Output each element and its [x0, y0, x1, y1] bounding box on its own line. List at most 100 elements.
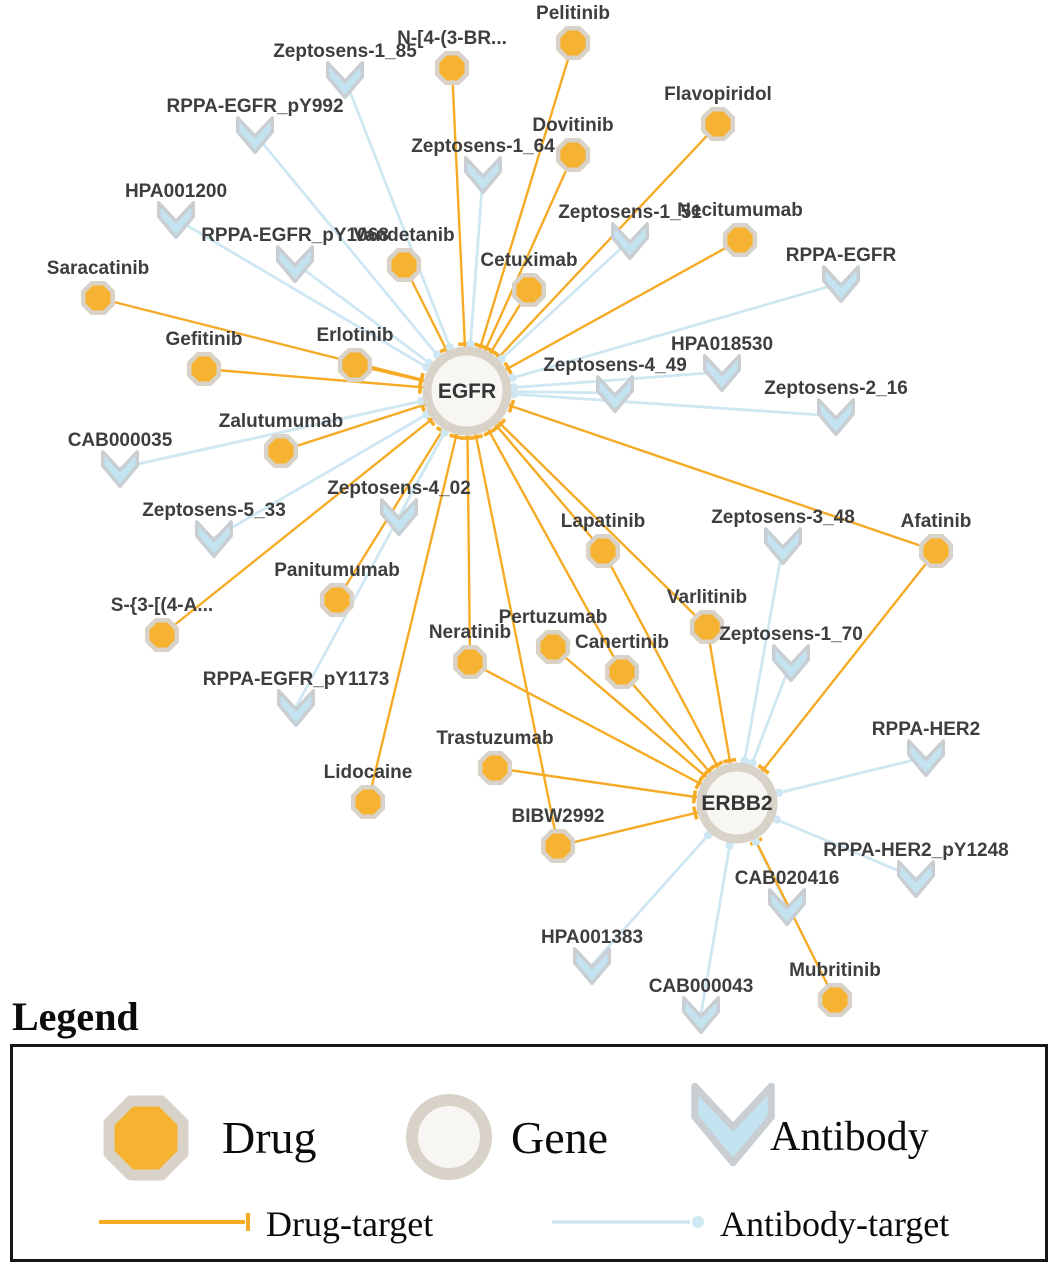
drug-node-mubritinib[interactable] [817, 982, 853, 1018]
antibody-node-zeptosens_5_33[interactable] [195, 520, 233, 559]
drug-node-n4_3br[interactable] [434, 50, 470, 86]
antibody-node-hpa018530[interactable] [703, 354, 741, 393]
legend-title: Legend [12, 994, 139, 1039]
antibody-edge-dot [416, 396, 426, 406]
antibody-node-zeptosens_1_70[interactable] [772, 644, 810, 683]
drug-edge-tee [507, 399, 516, 413]
drug-node-erlotinib[interactable] [337, 347, 373, 383]
antibody-node-zeptosens_4_02[interactable] [380, 498, 418, 537]
gene-legend-icon [406, 1094, 492, 1180]
drug-node-panitumumab[interactable] [319, 582, 355, 618]
drug-label-pertuzumab: Pertuzumab [499, 607, 608, 628]
drug-edge-tee [702, 765, 715, 777]
antibody-label-zeptosens_4_49: Zeptosens-4_49 [543, 355, 687, 376]
antibody-edges-layer [119, 78, 927, 1015]
drug-edge-tee [417, 373, 425, 388]
antibody-label-rppa_egfr_py992: RPPA-EGFR_pY992 [166, 96, 343, 117]
antibody-label-zeptosens_1_64: Zeptosens-1_64 [411, 136, 555, 157]
antibody-node-rppa_egfr_py1173[interactable] [277, 689, 315, 728]
antibody-node-zeptosens_1_85[interactable] [326, 61, 364, 100]
drug-label-mubritinib: Mubritinib [789, 960, 881, 981]
drug-label-zalutumumab: Zalutumumab [219, 411, 344, 432]
antibody-label-zeptosens_3_48: Zeptosens-3_48 [711, 507, 855, 528]
antibody-label-zeptosens_5_33: Zeptosens-5_33 [142, 500, 286, 521]
drug-label-panitumumab: Panitumumab [274, 560, 400, 581]
drug-node-afatinib[interactable] [918, 533, 954, 569]
drug-target-edge [465, 390, 472, 663]
drug-label-dovitinib: Dovitinib [532, 115, 613, 136]
drug-node-zalutumumab[interactable] [263, 433, 299, 469]
drug-edge-tee [483, 427, 497, 437]
drug-label-cetuximab: Cetuximab [480, 250, 577, 271]
antibody-label-hpa018530: HPA018530 [671, 334, 773, 355]
drug-node-vandetanib[interactable] [386, 247, 422, 283]
drug-node-varlitinib[interactable] [689, 609, 725, 645]
antibody-target-edge [466, 281, 842, 393]
drug-edge-tee [691, 790, 698, 804]
antibody-label-zeptosens_1_51: Zeptosens-1_51 [558, 202, 702, 223]
drug-node-neratinib[interactable] [452, 644, 488, 680]
drug-label-necitumumab: Necitumumab [677, 200, 803, 221]
edge-endcaps-layer [416, 339, 783, 850]
drug-node-pertuzumab[interactable] [535, 629, 571, 665]
antibody-node-zeptosens_4_49[interactable] [596, 375, 634, 414]
antibody-chevron-icon [691, 1082, 775, 1167]
antibody-node-cab000035[interactable] [101, 450, 139, 489]
drug-label-saracatinib: Saracatinib [47, 258, 149, 279]
drug-legend-label: Drug [222, 1112, 317, 1163]
drug-target-edge [465, 42, 575, 392]
drug-label-trastuzumab: Trastuzumab [436, 728, 553, 749]
drug-target-edge [161, 390, 468, 636]
antibody-target-edge-sample [552, 1216, 704, 1228]
antibody-node-zeptosens_2_16[interactable] [817, 398, 855, 437]
gene-legend-label: Gene [511, 1112, 609, 1163]
drug-label-varlitinib: Varlitinib [667, 587, 747, 608]
antibody-node-cab020416[interactable] [768, 888, 806, 927]
drug-node-s3_4a[interactable] [144, 617, 180, 653]
antibody-target-edge [119, 389, 468, 470]
drug-node-gefitinib[interactable] [186, 351, 222, 387]
drug-node-lidocaine[interactable] [350, 784, 386, 820]
antibody-label-zeptosens_1_85: Zeptosens-1_85 [273, 41, 417, 62]
antibody-node-rppa_egfr[interactable] [822, 265, 860, 304]
gene-circle-icon [406, 1094, 492, 1180]
antibody-node-rppa_her2[interactable] [907, 739, 945, 778]
antibody-label-rppa_her2_py1248: RPPA-HER2_pY1248 [823, 840, 1009, 861]
antibody-node-zeptosens_1_64[interactable] [464, 156, 502, 195]
drug-node-trastuzumab[interactable] [477, 750, 513, 786]
drug-label-pelitinib: Pelitinib [536, 3, 610, 24]
drug-node-dovitinib[interactable] [555, 137, 591, 173]
antibody-node-cab000043[interactable] [682, 996, 720, 1035]
drug-edge-tee [723, 757, 737, 764]
drug-edge-tee [691, 806, 699, 820]
drug-node-lapatinib[interactable] [585, 533, 621, 569]
antibody-label-rppa_her2: RPPA-HER2 [872, 719, 980, 740]
drug-edge-tee [449, 433, 463, 440]
drug-label-bibw2992: BIBW2992 [512, 806, 605, 827]
drug-node-canertinib[interactable] [604, 654, 640, 690]
antibody-edge-dot [725, 841, 734, 850]
drug-target-edge [494, 766, 738, 805]
drug-node-pelitinib[interactable] [555, 25, 591, 61]
drug-node-cetuximab[interactable] [511, 272, 547, 308]
drug-node-necitumumab[interactable] [722, 222, 758, 258]
antibody-node-hpa001200[interactable] [157, 201, 195, 240]
antibody-label-zeptosens_4_02: Zeptosens-4_02 [327, 478, 471, 499]
drug-node-saracatinib[interactable] [80, 280, 116, 316]
gene-node-egfr[interactable] [422, 346, 512, 436]
drug-target-edge [465, 390, 560, 847]
antibody-label-zeptosens_2_16: Zeptosens-2_16 [764, 378, 908, 399]
gene-node-erbb2[interactable] [696, 762, 778, 844]
antibody-edge-dot [509, 389, 519, 399]
drug-target-edge [465, 390, 624, 673]
drug-node-flavopiridol[interactable] [700, 106, 736, 142]
antibody-node-zeptosens_1_51[interactable] [611, 222, 649, 261]
antibody-target-edge [466, 389, 837, 418]
antibody-node-rppa_her2_py1248[interactable] [897, 860, 935, 899]
antibody-node-hpa001383[interactable] [573, 947, 611, 986]
antibody-node-zeptosens_3_48[interactable] [764, 527, 802, 566]
antibody-node-rppa_egfr_py1068[interactable] [276, 245, 314, 284]
antibody-node-rppa_egfr_py992[interactable] [236, 116, 274, 155]
drug-node-bibw2992[interactable] [540, 828, 576, 864]
